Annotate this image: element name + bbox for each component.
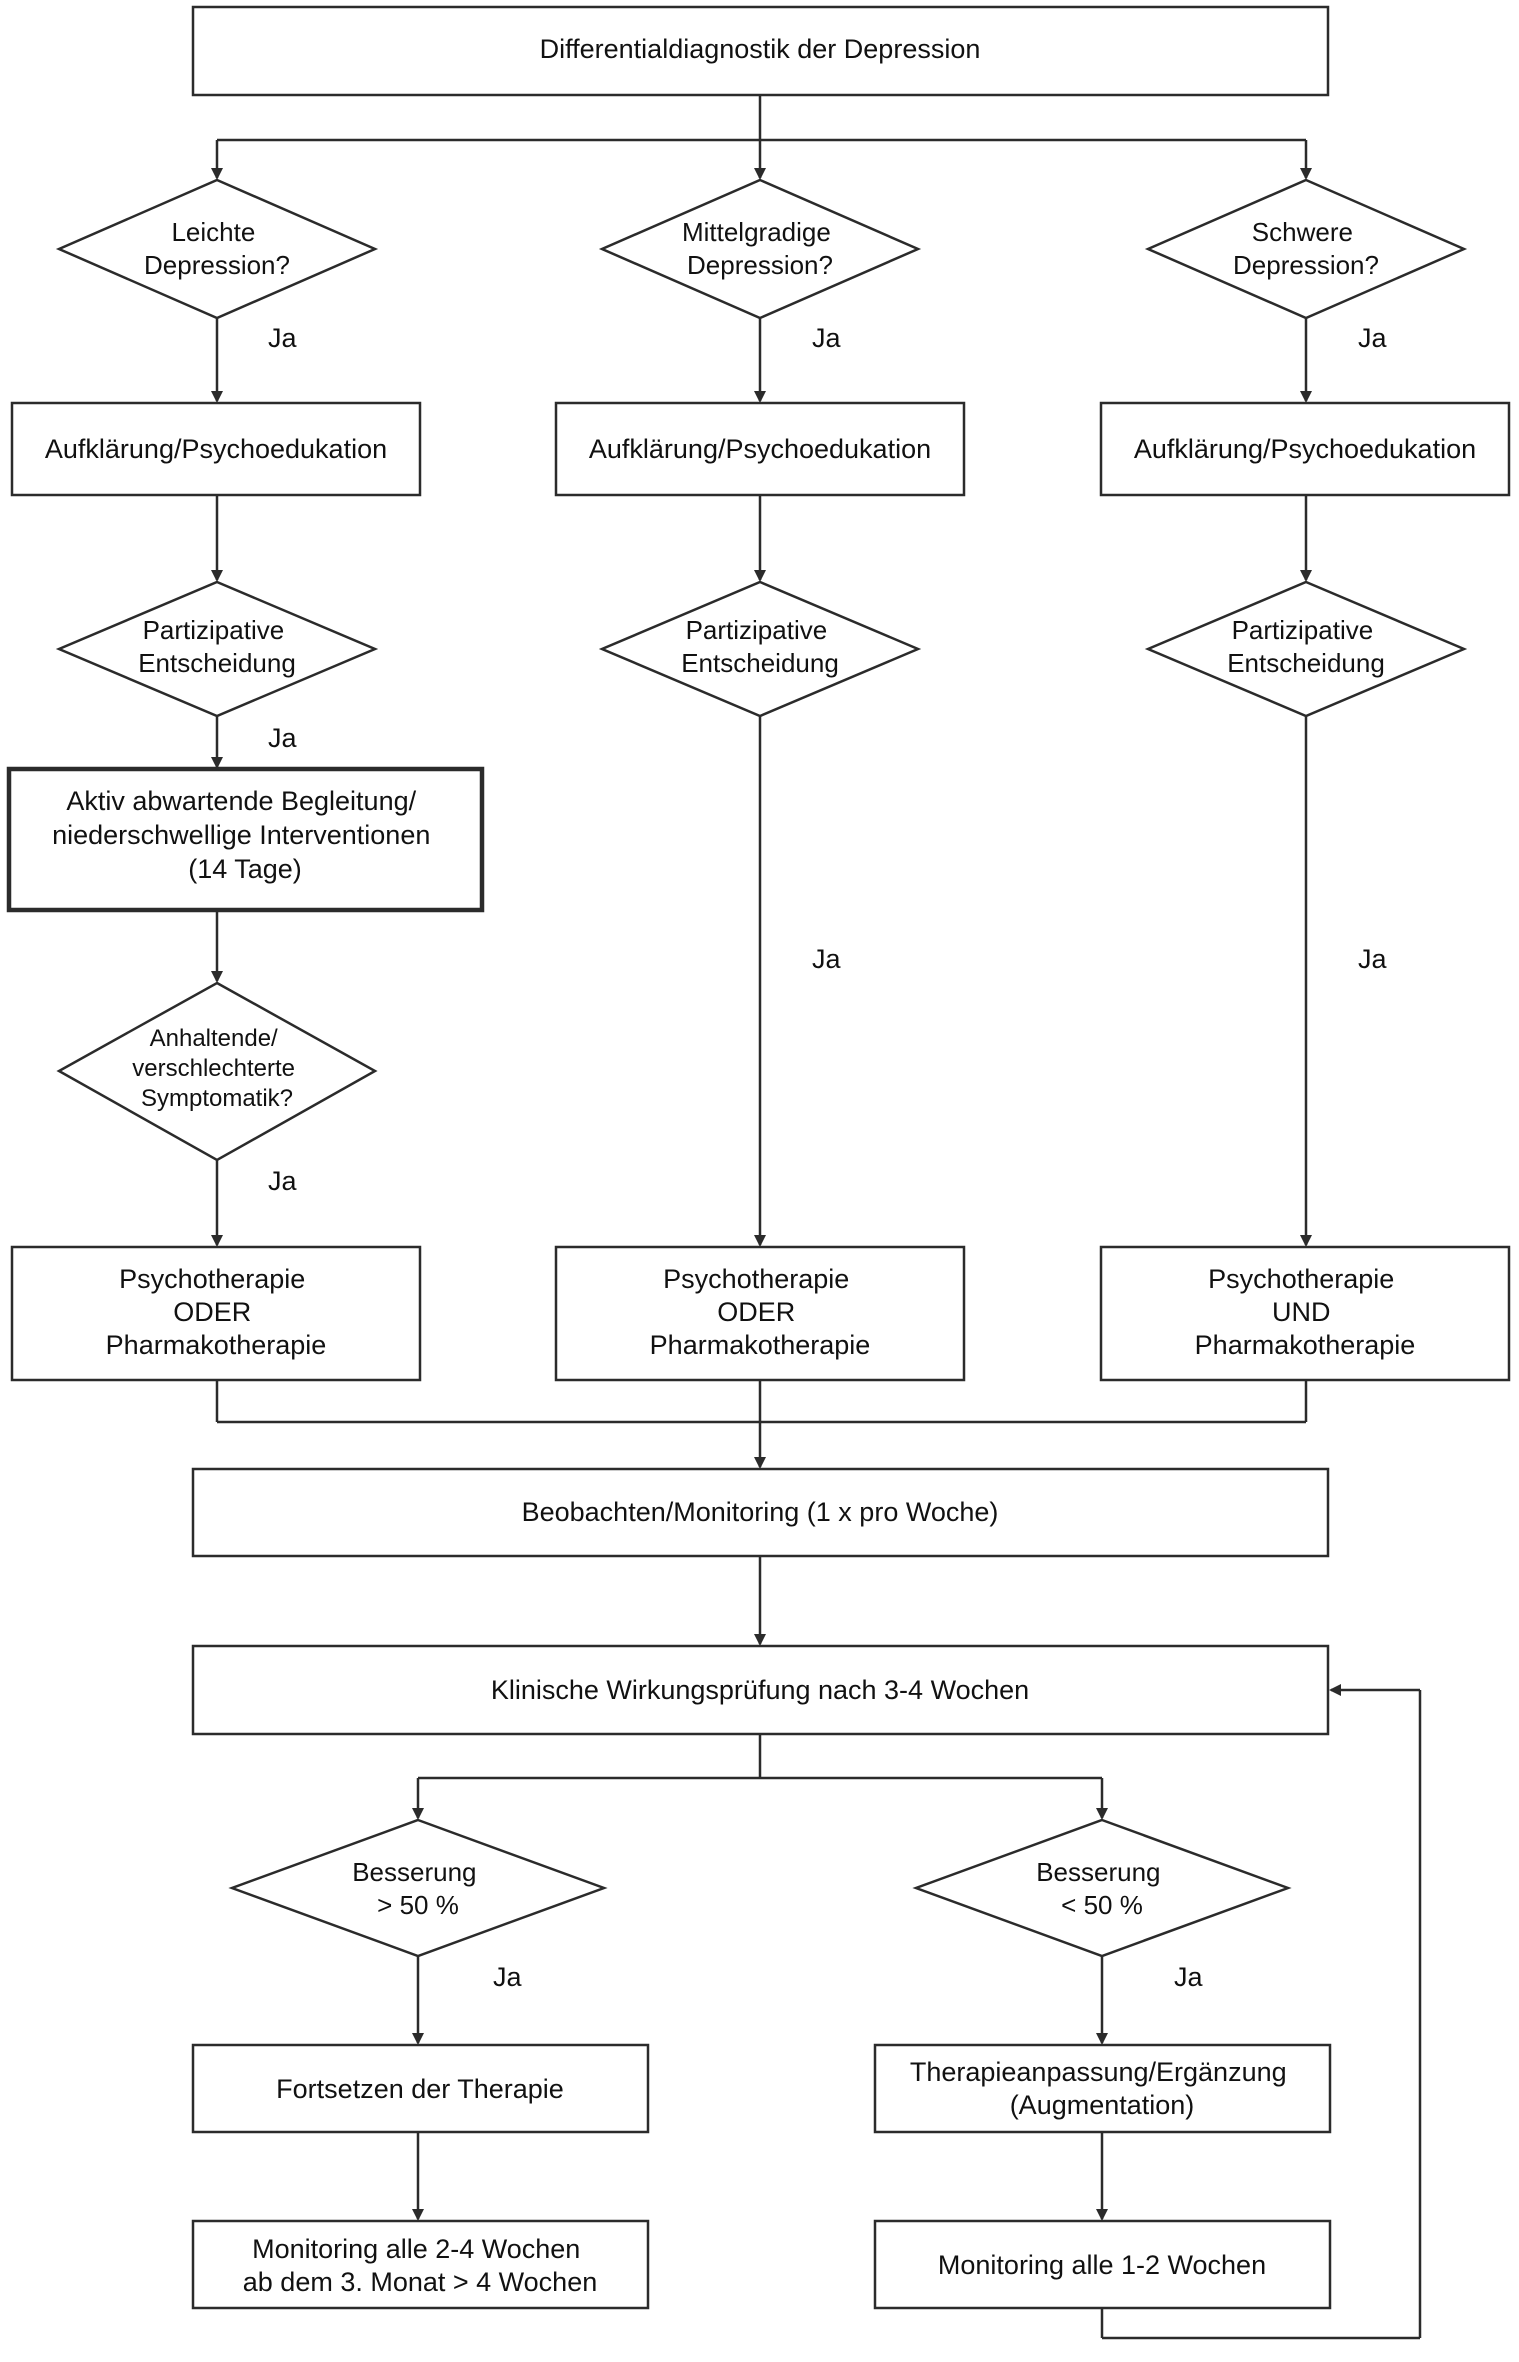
yes-labels: Ja Ja Ja Ja Ja Ja Ja Ja Ja (268, 323, 1388, 1992)
severe-depression-diamond: Schwere Depression? (1144, 178, 1468, 320)
therapy-moderate-line1: Psychotherapie (663, 1264, 849, 1294)
improvement-high-line1: Besserung (352, 1857, 476, 1887)
watchful-waiting-line2: niederschwellige Interventionen (52, 820, 430, 850)
monitoring-2-4-line1: Monitoring alle 2-4 Wochen (252, 2234, 580, 2264)
title-box: Differentialdiagnostik der Depression (191, 5, 1330, 97)
yes-label: Ja (1174, 1962, 1204, 1992)
therapy-moderate-line3: Pharmakotherapie (650, 1330, 871, 1360)
clinical-check-box: Klinische Wirkungsprüfung nach 3-4 Woche… (191, 1644, 1330, 1736)
education-box-severe: Aufklärung/Psychoedukation (1099, 401, 1511, 497)
svg-text:Besserung < 50 %: Besserung < 50 % (1036, 1857, 1168, 1920)
clinical-check-label: Klinische Wirkungsprüfung nach 3-4 Woche… (491, 1675, 1029, 1705)
weekly-monitoring-box: Beobachten/Monitoring (1 x pro Woche) (191, 1467, 1330, 1558)
continue-therapy-box: Fortsetzen der Therapie (191, 2043, 650, 2134)
svg-text:Therapieanpassung/Ergänzung: Therapieanpassung/Ergänzung (Augmentatio… (910, 2057, 1294, 2120)
yes-label: Ja (1358, 323, 1388, 353)
shared-decision-mild-line1: Partizipative (143, 615, 285, 645)
therapy-mild-line2: ODER (173, 1297, 251, 1327)
yes-label: Ja (268, 323, 298, 353)
therapy-severe-line3: Pharmakotherapie (1195, 1330, 1416, 1360)
watchful-waiting-box: Aktiv abwartende Begleitung/ niederschwe… (6, 766, 485, 913)
shared-decision-moderate-line2: Entscheidung (681, 648, 839, 678)
therapy-mild-line1: Psychotherapie (119, 1264, 305, 1294)
persistent-symptoms-diamond: Anhaltende/ verschlechterte Symptomatik? (56, 981, 378, 1162)
therapy-mild-line3: Pharmakotherapie (106, 1330, 327, 1360)
svg-text:Psychotherapie ODER: Psychotherapie ODER Pharmakotherapie (650, 1264, 871, 1360)
shared-decision-diamond-mild: Partizipative Entscheidung (55, 580, 379, 718)
shared-decision-diamond-moderate: Partizipative Entscheidung (598, 580, 922, 718)
therapy-box-moderate: Psychotherapie ODER Pharmakotherapie (554, 1245, 966, 1382)
shared-decision-mild-line2: Entscheidung (138, 648, 296, 678)
shared-decision-diamond-severe: Partizipative Entscheidung (1144, 580, 1468, 718)
persistent-line1: Anhaltende/ (150, 1025, 278, 1052)
weekly-monitoring-label: Beobachten/Monitoring (1 x pro Woche) (522, 1497, 999, 1527)
therapy-adjustment-line2: (Augmentation) (1010, 2090, 1195, 2120)
mild-depression-line1: Leichte (171, 217, 255, 247)
svg-text:Partizipative Entscheidu: Partizipative Entscheidung (681, 615, 839, 678)
continue-therapy-label: Fortsetzen der Therapie (276, 2074, 564, 2104)
yes-label: Ja (812, 323, 842, 353)
yes-label: Ja (268, 1166, 298, 1196)
education-label-moderate: Aufklärung/Psychoedukation (589, 434, 931, 464)
monitoring-1-2-label: Monitoring alle 1-2 Wochen (938, 2250, 1266, 2280)
svg-text:Partizipative Entscheidu: Partizipative Entscheidung (138, 615, 296, 678)
severe-depression-line2: Depression? (1233, 250, 1379, 280)
therapy-severe-line1: Psychotherapie (1208, 1264, 1394, 1294)
education-box-mild: Aufklärung/Psychoedukation (10, 401, 422, 497)
moderate-depression-diamond: Mittelgradige Depression? (598, 178, 922, 320)
therapy-adjustment-box: Therapieanpassung/Ergänzung (Augmentatio… (873, 2043, 1332, 2134)
svg-text:Leichte Depression?: Leichte Depression? (144, 217, 290, 280)
svg-text:Anhaltende/ verschlechte: Anhaltende/ verschlechterte Symptomatik? (132, 1025, 301, 1112)
yes-label: Ja (1358, 944, 1388, 974)
svg-text:Mittelgradige Depression: Mittelgradige Depression? (682, 217, 838, 280)
therapy-box-mild: Psychotherapie ODER Pharmakotherapie (10, 1245, 422, 1382)
yes-label: Ja (812, 944, 842, 974)
yes-label: Ja (493, 1962, 523, 1992)
moderate-depression-line1: Mittelgradige (682, 217, 831, 247)
education-label-severe: Aufklärung/Psychoedukation (1134, 434, 1476, 464)
watchful-waiting-line1: Aktiv abwartende Begleitung/ (66, 786, 416, 816)
improvement-low-line2: < 50 % (1061, 1890, 1143, 1920)
education-label-mild: Aufklärung/Psychoedukation (45, 434, 387, 464)
svg-text:Psychotherapie UND: Psychotherapie UND Pharmakotherapie (1195, 1264, 1416, 1360)
svg-text:Partizipative Entscheidu: Partizipative Entscheidung (1227, 615, 1385, 678)
moderate-depression-line2: Depression? (687, 250, 833, 280)
svg-text:Aktiv abwartende Begleitung/: Aktiv abwartende Begleitung/ niederschwe… (52, 786, 438, 884)
svg-text:Psychotherapie ODER: Psychotherapie ODER Pharmakotherapie (106, 1264, 327, 1360)
therapy-severe-line2: UND (1272, 1297, 1331, 1327)
monitoring-2-4-line2: ab dem 3. Monat > 4 Wochen (243, 2267, 597, 2297)
improvement-low-line1: Besserung (1036, 1857, 1160, 1887)
mild-depression-line2: Depression? (144, 250, 290, 280)
svg-text:Besserung > 50 %: Besserung > 50 % (352, 1857, 484, 1920)
monitoring-2-4-weeks-box: Monitoring alle 2-4 Wochen ab dem 3. Mon… (191, 2219, 650, 2310)
title-text: Differentialdiagnostik der Depression (540, 34, 981, 64)
education-box-moderate: Aufklärung/Psychoedukation (554, 401, 966, 497)
svg-text:Monitoring alle 2-4 Wochen: Monitoring alle 2-4 Wochen ab dem 3. Mon… (243, 2234, 597, 2297)
therapy-moderate-line2: ODER (717, 1297, 795, 1327)
improvement-high-line2: > 50 % (377, 1890, 459, 1920)
watchful-waiting-line3: (14 Tage) (188, 854, 302, 884)
persistent-line2: verschlechterte (132, 1055, 295, 1082)
monitoring-1-2-weeks-box: Monitoring alle 1-2 Wochen (873, 2219, 1332, 2310)
shared-decision-severe-line2: Entscheidung (1227, 648, 1385, 678)
mild-depression-diamond: Leichte Depression? (55, 178, 379, 320)
improvement-low-diamond: Besserung < 50 % (912, 1818, 1292, 1958)
connectors (211, 95, 1422, 2340)
severe-depression-line1: Schwere (1252, 217, 1353, 247)
therapy-box-severe: Psychotherapie UND Pharmakotherapie (1099, 1245, 1511, 1382)
svg-text:Schwere Depression?: Schwere Depression? (1233, 217, 1379, 280)
yes-label: Ja (268, 723, 298, 753)
improvement-high-diamond: Besserung > 50 % (228, 1818, 608, 1958)
therapy-adjustment-line1: Therapieanpassung/Ergänzung (910, 2057, 1287, 2087)
shared-decision-moderate-line1: Partizipative (686, 615, 828, 645)
persistent-line3: Symptomatik? (141, 1085, 293, 1112)
shared-decision-severe-line1: Partizipative (1232, 615, 1374, 645)
